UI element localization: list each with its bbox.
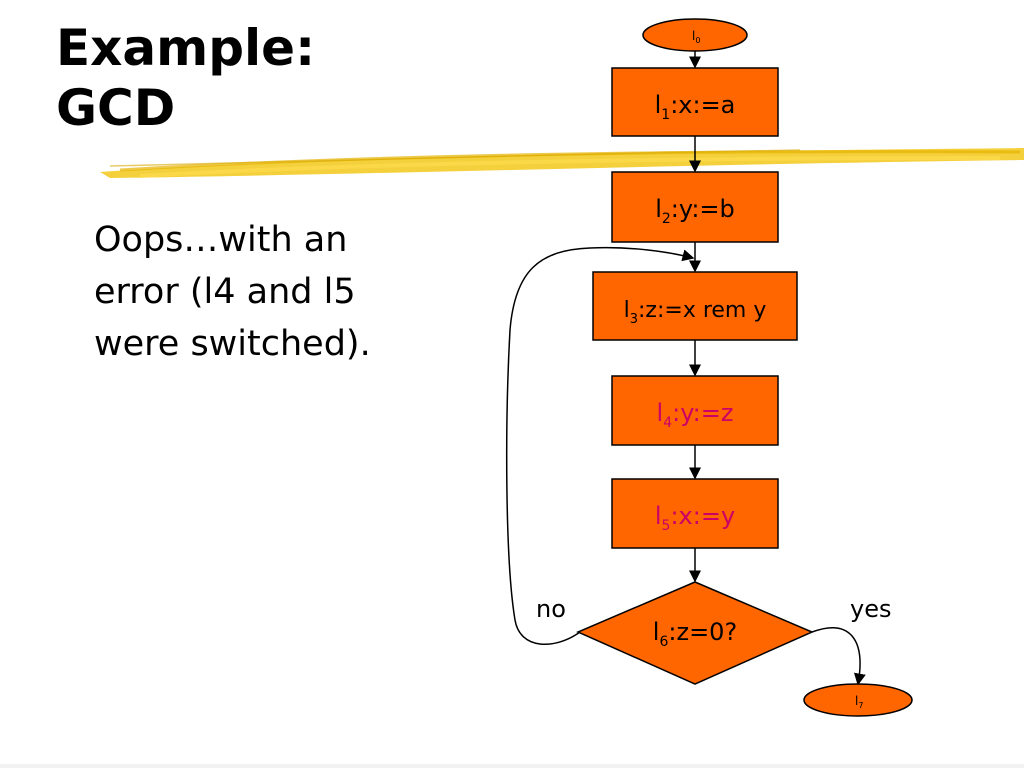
edge-no-loop: [505, 246, 695, 645]
edge-yes-exit: [811, 627, 866, 686]
end-node: [803, 683, 913, 717]
body-text: Oops…with an error (l4 and l5 were switc…: [94, 214, 434, 370]
node-l2-label: l2:y:=b: [655, 195, 735, 227]
node-l5: [611, 478, 779, 549]
node-l5-label: l5:x:=y: [655, 502, 735, 534]
branch-yes-label: yes: [850, 595, 891, 623]
highlighter-stroke: [100, 148, 1024, 178]
footer-rule: [0, 764, 1024, 768]
node-l1: [611, 67, 779, 137]
decision-l6-label: l6:z=0?: [653, 618, 737, 650]
body-line-2: error (l4 and l5: [94, 272, 356, 312]
node-l2: [611, 171, 779, 243]
decision-l6: [576, 581, 814, 685]
start-node: [642, 18, 748, 52]
end-node-label: l7: [855, 694, 863, 710]
slide-title: Example: GCD: [56, 18, 315, 138]
title-line-2: GCD: [56, 79, 176, 137]
node-l3-label: l3:z:=x rem y: [624, 298, 767, 327]
highlighter-band: [100, 148, 1024, 178]
node-l4-label: l4:y:=z: [657, 399, 734, 431]
body-line-1: Oops…with an: [94, 220, 348, 260]
branch-no-label: no: [536, 595, 566, 623]
node-l1-label: l1:x:=a: [655, 91, 736, 123]
start-node-label: l0: [692, 29, 700, 45]
node-l3: [592, 271, 798, 341]
body-line-3: were switched).: [94, 324, 371, 364]
title-line-1: Example:: [56, 19, 316, 77]
node-l4: [611, 375, 779, 446]
